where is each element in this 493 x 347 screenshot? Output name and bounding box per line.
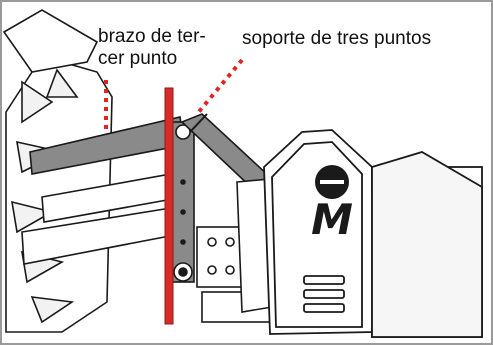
label-arm-line-1: brazo de ter-: [98, 26, 206, 47]
label-third-point-arm: brazo de ter- cer punto: [98, 26, 206, 70]
logo-icon: M: [311, 165, 353, 244]
label-arm-line-2: cer punto: [98, 48, 178, 69]
lower-links: [21, 171, 185, 265]
label-three-point-support: soporte de tres puntos: [242, 28, 432, 50]
machine-hood: [263, 129, 483, 338]
hitch-post: [171, 121, 195, 283]
leader-support: [195, 58, 244, 116]
mulcher-rotor: [2, 9, 113, 333]
highlight-bar: [164, 87, 174, 325]
logo-letter: M: [311, 195, 353, 244]
